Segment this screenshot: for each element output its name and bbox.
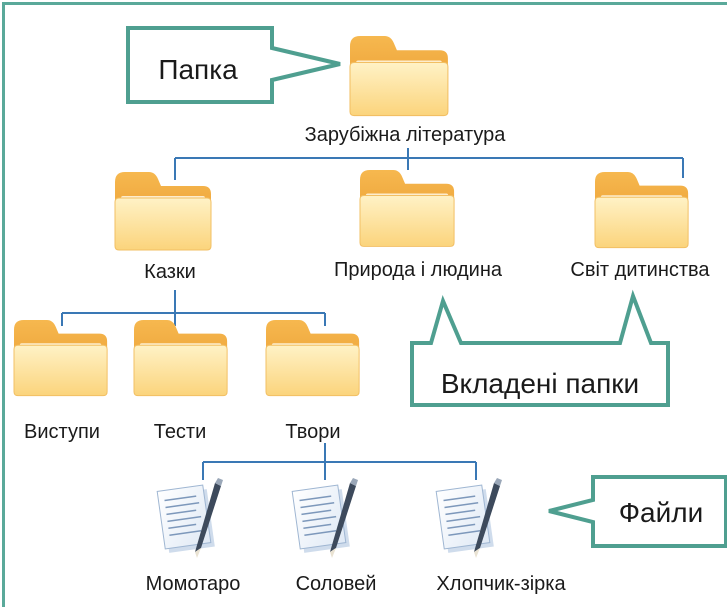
node-label-pryroda: Природа і людина xyxy=(334,259,503,281)
folder-node-vystupy[interactable]: Виступи xyxy=(13,319,108,443)
folder-icon xyxy=(359,169,455,247)
folder-node-kazky[interactable]: Казки xyxy=(114,171,212,283)
callout-folder-text: Папка xyxy=(158,54,238,85)
folder-icon xyxy=(349,35,449,117)
node-label-root: Зарубіжна література xyxy=(305,124,507,146)
node-label-vystupy: Виступи xyxy=(24,421,100,443)
callout-nested-text: Вкладені папки xyxy=(441,368,639,399)
folder-icon xyxy=(13,319,108,397)
tree-connectors xyxy=(61,148,684,480)
folder-icon xyxy=(114,171,212,251)
folder-node-svit[interactable]: Світ дитинства xyxy=(570,171,710,281)
folder-node-pryroda[interactable]: Природа і людина xyxy=(334,169,503,281)
document-pen-icon xyxy=(156,477,224,559)
folder-node-root[interactable]: Зарубіжна література xyxy=(305,35,507,146)
folder-node-testy[interactable]: Тести xyxy=(133,319,228,443)
file-node-khlopchyk[interactable]: Хлопчик-зірка xyxy=(435,477,566,595)
folder-icon xyxy=(133,319,228,397)
callout-folder: Папка xyxy=(126,26,341,104)
node-label-tvory: Твори xyxy=(285,421,340,443)
callout-files-text: Файли xyxy=(619,497,703,528)
node-label-momotaro: Момотаро xyxy=(146,573,241,595)
callout-nested-folders: Вкладені папки xyxy=(410,289,670,407)
file-node-momotaro[interactable]: Момотаро xyxy=(146,477,241,595)
callout-files: Файли xyxy=(548,475,727,548)
node-label-svit: Світ дитинства xyxy=(570,259,710,281)
node-label-solovei: Соловей xyxy=(296,573,377,595)
folder-icon xyxy=(265,319,360,397)
folder-icon xyxy=(594,171,689,249)
file-node-solovei[interactable]: Соловей xyxy=(291,477,377,595)
document-pen-icon xyxy=(435,477,503,559)
node-label-testy: Тести xyxy=(154,421,207,443)
document-pen-icon xyxy=(291,477,359,559)
node-label-kazky: Казки xyxy=(144,261,196,283)
folder-node-tvory[interactable]: Твори xyxy=(265,319,360,443)
node-label-khlopchyk: Хлопчик-зірка xyxy=(436,573,566,595)
